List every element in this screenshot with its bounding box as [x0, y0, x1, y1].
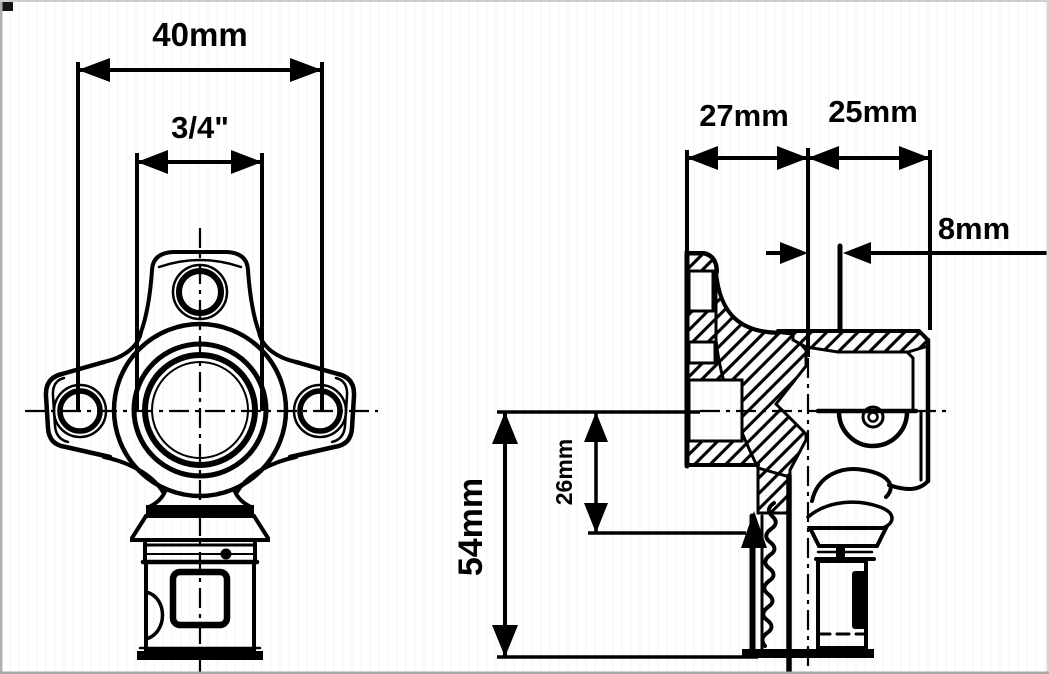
dim-label-socket-depth: 25mm [828, 94, 918, 129]
dim-label-thread-size: 3/4" [171, 110, 229, 145]
arrowhead [492, 412, 518, 444]
arrowhead [687, 146, 718, 170]
dim-label-wall-offset: 8mm [938, 211, 1010, 246]
dim-label-insert-depth: 26mm [551, 439, 577, 505]
dim-label-flange-width: 40mm [152, 16, 247, 53]
arrowhead [808, 146, 839, 170]
sleeve-exterior [806, 467, 894, 650]
section-view [684, 243, 952, 674]
arrowhead [777, 146, 808, 170]
arrowhead [584, 503, 608, 533]
flange-recess [687, 269, 715, 313]
arrowhead [843, 242, 871, 264]
arrowhead [584, 412, 608, 442]
inspection-window-side [852, 571, 866, 629]
arrowhead [290, 58, 322, 82]
dimension-26mm: 26mm [551, 412, 746, 535]
dimension-27mm: 27mm [685, 98, 810, 357]
weep-hole-detail [836, 405, 910, 449]
arrowhead [780, 242, 808, 264]
flange-recess [687, 340, 717, 365]
arrowhead [899, 146, 930, 170]
tail-shoulder-hatch [756, 466, 792, 515]
sleeve-dot [220, 548, 232, 560]
dim-label-flange-depth: 27mm [699, 98, 789, 133]
dimension-40mm: 40mm [76, 16, 324, 412]
dimension-54mm: 54mm [452, 410, 758, 659]
insert-depth-arrow [741, 511, 767, 548]
arrowhead [78, 58, 110, 82]
dim-label-overall-height: 54mm [452, 478, 490, 576]
dimension-3-4-inch: 3/4" [135, 110, 264, 411]
socket-wall-hatch [791, 329, 930, 354]
flange-outline [684, 249, 780, 469]
dimension-8mm: 8mm [766, 211, 1049, 264]
arrowhead [137, 150, 168, 174]
dimension-25mm: 25mm [808, 94, 932, 330]
arrowhead [492, 625, 518, 657]
arrowhead [231, 150, 262, 174]
barb-profile [760, 501, 778, 648]
